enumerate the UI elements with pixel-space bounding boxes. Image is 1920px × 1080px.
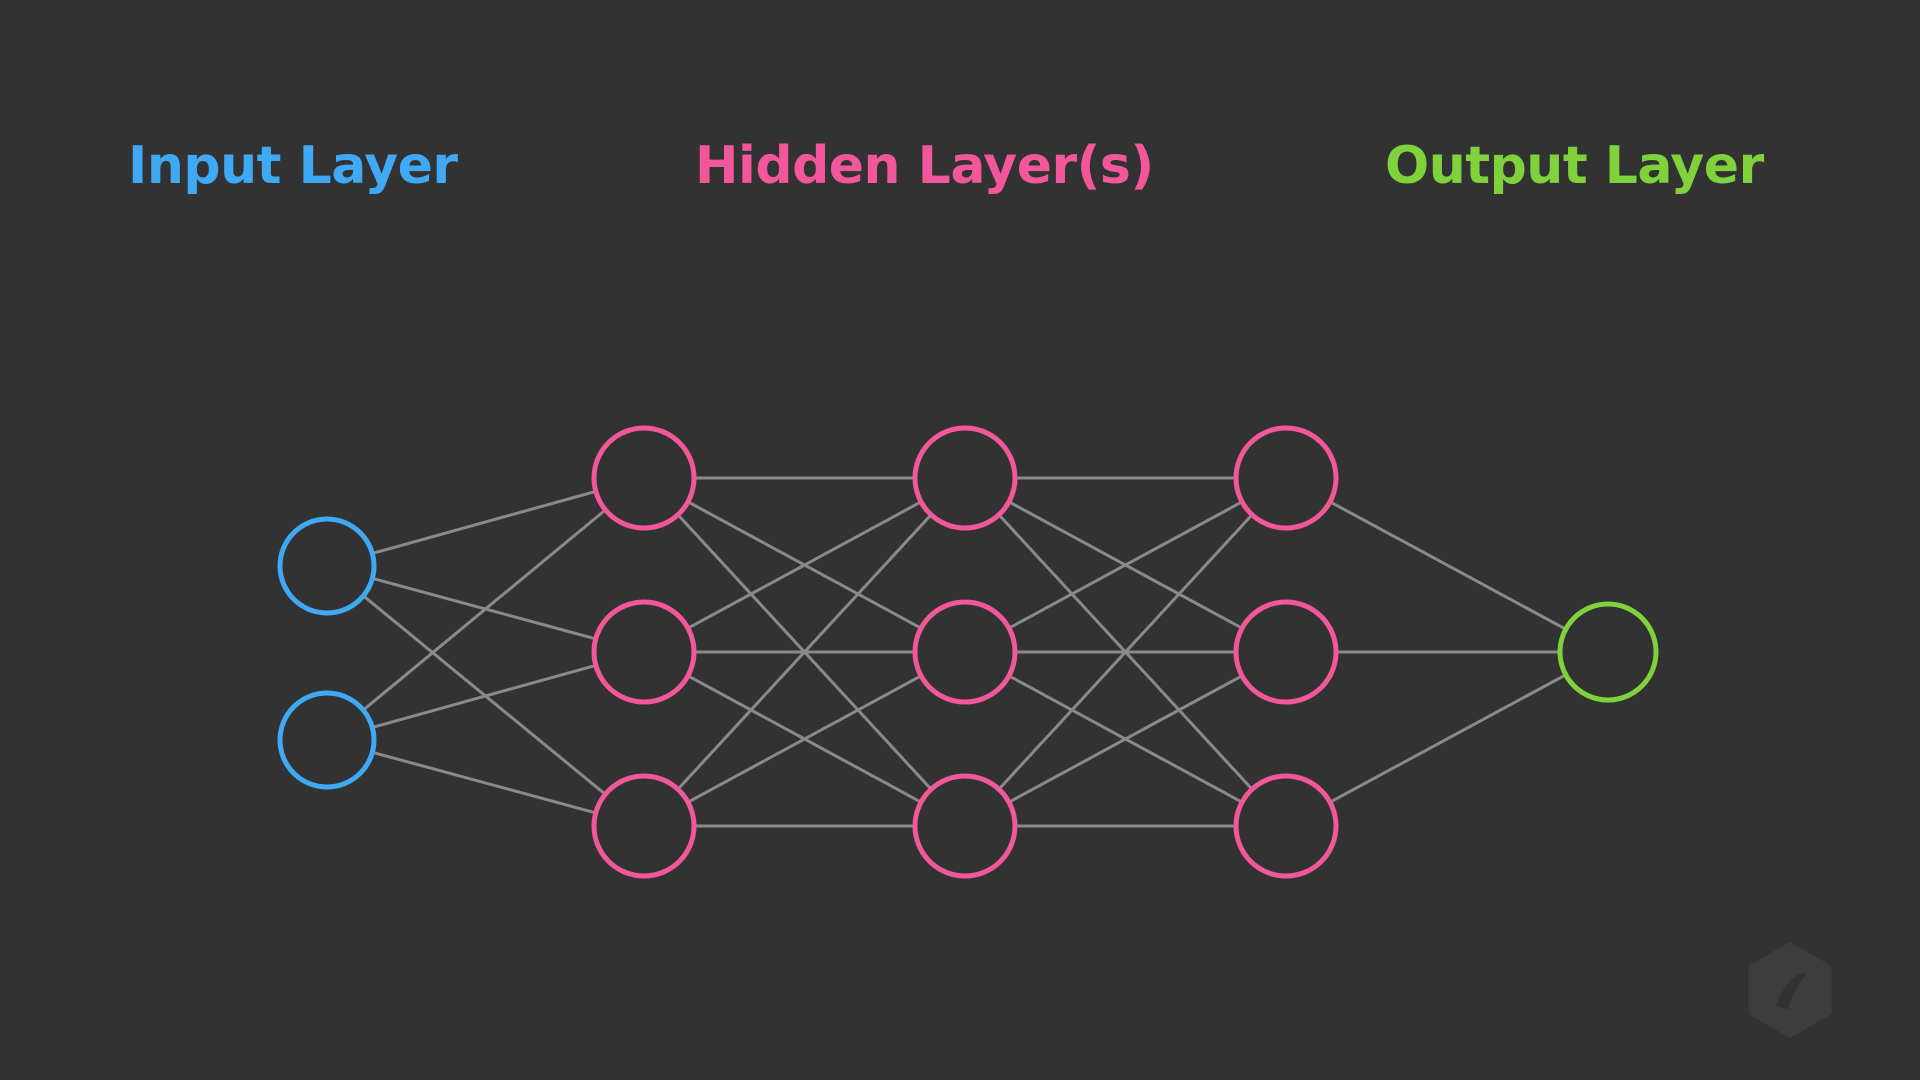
- connection-edge: [370, 750, 598, 815]
- brand-watermark: [1748, 942, 1832, 1038]
- neuron-node-hidden-2[interactable]: [1233, 599, 1339, 705]
- connection-edge: [1328, 500, 1568, 631]
- connection-edge: [997, 513, 1254, 791]
- watermark-leaf-icon: [1775, 973, 1808, 1010]
- neuron-node-hidden-1[interactable]: [591, 425, 697, 531]
- connection-edge: [370, 489, 598, 555]
- connection-edge: [686, 674, 923, 804]
- layer-label-input: Input Layer: [128, 136, 458, 196]
- connection-edge: [361, 508, 607, 712]
- neuron-node-hidden-3[interactable]: [591, 773, 697, 879]
- neuron-node-output-1[interactable]: [1557, 601, 1659, 703]
- neuron-node-hidden-2[interactable]: [591, 599, 697, 705]
- connection-edge: [1328, 673, 1568, 804]
- connection-edge: [676, 513, 933, 791]
- layer-label-output: Output Layer: [1385, 136, 1764, 196]
- connection-edge: [1007, 674, 1244, 804]
- neuron-node-hidden-1[interactable]: [1233, 425, 1339, 531]
- neuron-node-hidden-2[interactable]: [912, 599, 1018, 705]
- neuron-node-input-1[interactable]: [277, 516, 377, 616]
- neuron-node-input-2[interactable]: [277, 690, 377, 790]
- connection-edge: [686, 500, 923, 630]
- neuron-node-hidden-3[interactable]: [912, 773, 1018, 879]
- node-group: [277, 425, 1659, 879]
- layer-label-hidden: Hidden Layer(s): [695, 136, 1154, 196]
- connection-edge: [1007, 500, 1244, 630]
- neuron-node-hidden-1[interactable]: [912, 425, 1018, 531]
- connection-edge: [370, 663, 598, 729]
- neuron-node-hidden-3[interactable]: [1233, 773, 1339, 879]
- edge-group: [361, 476, 1568, 828]
